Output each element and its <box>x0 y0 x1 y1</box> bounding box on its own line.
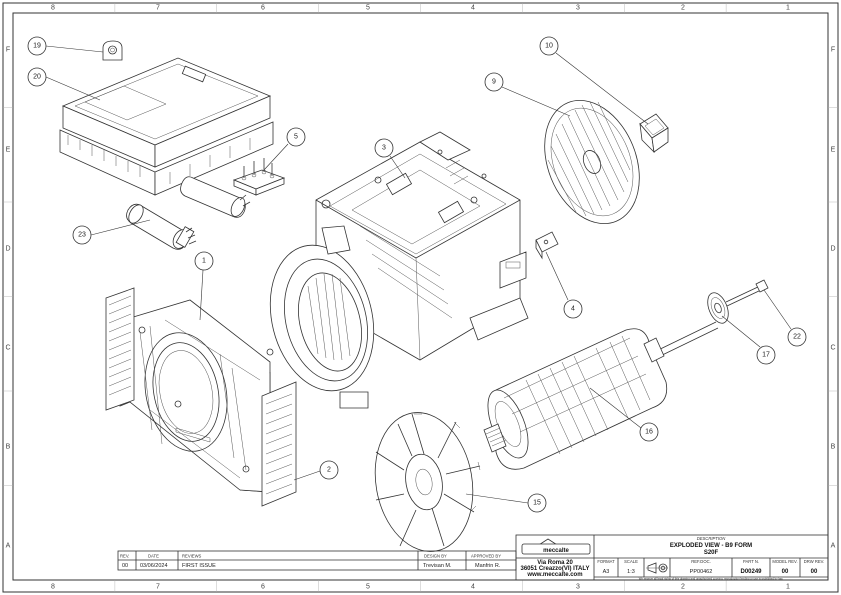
ref-doc-label: REF.DOC. <box>691 559 711 564</box>
zone-labels-top: 8 7 6 5 4 3 2 1 <box>51 5 790 12</box>
company-logo: meccalte <box>521 538 591 555</box>
rev-header-date: DATE <box>148 554 159 559</box>
company-address-line1: Via Roma 20 <box>537 560 573 566</box>
rev-row-approved-by: Manfrin R. <box>475 563 501 569</box>
part-22-tie-rod <box>725 279 769 307</box>
rev-header-design-by: DESIGN BY <box>424 554 447 559</box>
format-value: A3 <box>603 569 610 575</box>
part-9-rear-grille <box>544 100 640 224</box>
rev-header-reviews: REVIEWS <box>182 554 202 559</box>
projection-symbol-icon <box>646 562 668 574</box>
callout-20: 20 <box>33 74 41 81</box>
part-2-louvre-grille <box>261 381 297 507</box>
zone-col-top: 3 <box>576 5 580 12</box>
callout-4: 4 <box>571 306 575 313</box>
scale-label: SCALE <box>624 559 638 564</box>
callout-5: 5 <box>294 134 298 141</box>
zone-row-right: E <box>831 147 836 154</box>
part-1-front-shield <box>119 299 274 493</box>
zone-row-left: D <box>5 246 10 253</box>
rev-row-date: 03/06/2024 <box>140 563 168 569</box>
callout-1: 1 <box>202 258 206 265</box>
callout-19: 19 <box>33 43 41 50</box>
zone-col-top: 2 <box>681 5 685 12</box>
callout-16: 16 <box>645 429 653 436</box>
draw-rev-value: 00 <box>811 569 818 575</box>
louvre-grille-left <box>105 287 135 411</box>
part-23-capacitor <box>126 203 197 250</box>
capacitor-small <box>180 176 251 218</box>
callout-9: 9 <box>492 79 496 86</box>
part-16-rotor <box>483 321 719 470</box>
zone-row-right: A <box>831 543 836 550</box>
zone-col-top: 7 <box>156 5 160 12</box>
callouts: 19 20 5 23 1 3 10 9 4 22 17 16 <box>27 36 807 513</box>
model-rev-label: MODEL REV. <box>772 559 797 564</box>
zone-row-left: B <box>6 444 11 451</box>
part-19-gland-plate <box>102 40 123 61</box>
callout-15: 15 <box>533 500 541 507</box>
zone-row-right: C <box>830 345 835 352</box>
draw-rev-label: DRW REV. <box>804 559 824 564</box>
zone-col-top: 8 <box>51 5 55 12</box>
zone-labels-bottom: 8 7 6 5 4 3 2 1 <box>51 584 790 591</box>
zone-col-bottom: 4 <box>471 584 475 591</box>
rev-row-design-by: Trevisan M. <box>423 563 452 569</box>
zone-col-bottom: 6 <box>261 584 265 591</box>
part-5-terminal-block <box>232 158 286 196</box>
part-20-terminal-cover <box>59 57 274 196</box>
ref-doc-value: PP00462 <box>690 569 713 575</box>
revision-table: REV. DATE REVIEWS DESIGN BY APPROVED BY … <box>117 550 517 571</box>
zone-labels-left: F E D C B A <box>5 47 10 550</box>
zone-dividers <box>3 3 838 592</box>
zone-row-left: A <box>6 543 11 550</box>
part-no-label: PART N. <box>743 559 759 564</box>
zone-col-bottom: 1 <box>786 584 790 591</box>
scale-value: 1:3 <box>627 569 635 575</box>
zone-col-bottom: 3 <box>576 584 580 591</box>
zone-col-top: 1 <box>786 5 790 12</box>
format-label: FORMAT <box>597 559 615 564</box>
rev-row-rev: 00 <box>122 563 128 569</box>
callout-3: 3 <box>382 145 386 152</box>
zone-row-right: B <box>831 444 836 451</box>
model-rev-value: 00 <box>782 569 789 575</box>
zone-col-bottom: 7 <box>156 584 160 591</box>
zone-labels-right: F E D C B A <box>830 47 835 550</box>
zone-col-top: 4 <box>471 5 475 12</box>
rev-header-approved-by: APPROVED BY <box>471 554 501 559</box>
zone-col-bottom: 2 <box>681 584 685 591</box>
rights-note: We reserve all legal rights of this draw… <box>639 577 784 581</box>
zone-col-top: 6 <box>261 5 265 12</box>
company-address-line2: 36051 Creazzo(VI) ITALY <box>520 566 589 572</box>
callout-17: 17 <box>762 352 770 359</box>
part-15-fan <box>374 412 481 552</box>
description-label: DESCRIPTION <box>697 536 727 541</box>
zone-col-bottom: 5 <box>366 584 370 591</box>
stator-front-ring <box>269 225 375 409</box>
zone-row-left: C <box>5 345 10 352</box>
callout-22: 22 <box>793 334 801 341</box>
zone-col-top: 5 <box>366 5 370 12</box>
part-10-grommet <box>639 113 669 154</box>
part-17-bearing <box>707 292 729 324</box>
description-line2: S20F <box>704 550 719 556</box>
title-block: meccalte Via Roma 20 36051 Creazzo(VI) I… <box>515 534 829 581</box>
callout-10: 10 <box>545 43 553 50</box>
rev-header-rev: REV. <box>120 554 129 559</box>
zone-row-right: F <box>831 47 835 54</box>
callout-2: 2 <box>327 467 331 474</box>
company-logo-text: meccalte <box>543 548 569 554</box>
part-4-small-block <box>535 231 559 260</box>
company-website: www.meccalte.com <box>526 572 582 578</box>
description-line1: EXPLODED VIEW - B9 FORM <box>670 543 752 549</box>
zone-row-left: F <box>6 47 10 54</box>
zone-row-left: E <box>6 147 11 154</box>
part-no-value: D00249 <box>740 569 762 575</box>
rev-row-reviews: FIRST ISSUE <box>182 563 216 569</box>
zone-row-right: D <box>830 246 835 253</box>
zone-col-bottom: 8 <box>51 584 55 591</box>
callout-23: 23 <box>78 232 86 239</box>
